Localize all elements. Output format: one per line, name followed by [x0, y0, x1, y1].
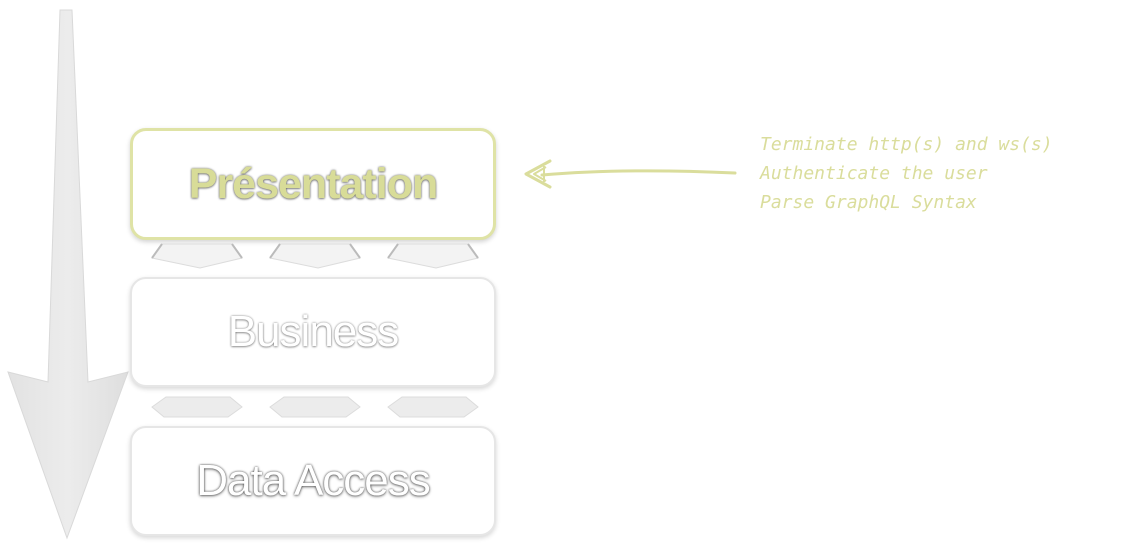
connector-icon: [269, 396, 361, 418]
down-arrow-icon: [7, 9, 129, 540]
presentation-layer: Présentation: [130, 128, 496, 240]
layer-connectors-bottom: [151, 396, 479, 418]
connector-icon: [387, 396, 479, 418]
business-layer-label: Business: [227, 307, 400, 356]
data-access-layer-label: Data Access: [196, 456, 431, 505]
data-access-layer: Data Access: [130, 426, 496, 536]
connector-icon: [151, 396, 243, 418]
connector-icon: [387, 243, 479, 269]
presentation-notes: Terminate http(s) and ws(s) Authenticate…: [760, 130, 1120, 217]
layer-connectors-top: [151, 243, 479, 269]
connector-icon: [151, 243, 243, 269]
left-arrow-icon: [524, 159, 737, 189]
presentation-layer-label: Présentation: [188, 159, 438, 208]
note-line: Terminate http(s) and ws(s): [760, 134, 1053, 155]
connector-icon: [269, 243, 361, 269]
note-line: Parse GraphQL Syntax: [760, 192, 977, 213]
business-layer: Business: [130, 277, 496, 387]
note-line: Authenticate the user: [760, 163, 988, 184]
